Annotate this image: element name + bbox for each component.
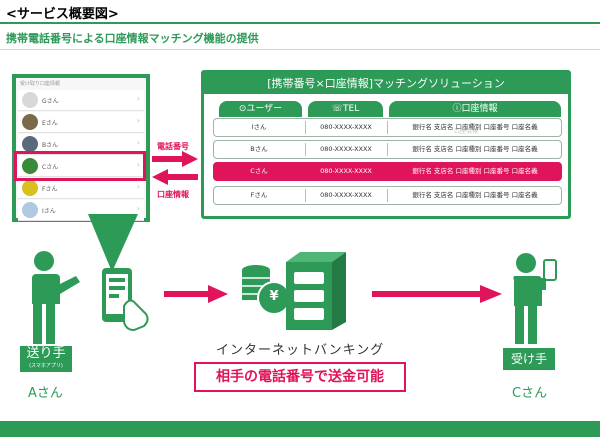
page-subtitle: 携帯電話番号による口座情報マッチング機能の提供 [6,32,259,45]
sender-sub: (スマホアプリ) [29,363,63,369]
contact-item[interactable]: Fさん › [18,178,144,199]
cell-user: Bさん [250,145,268,153]
table-row: Fさん 080-XXXX-XXXX 銀行名 支店名 口座種別 口座番号 口座名義 [213,186,562,205]
cell-account: 銀行名 支店名 口座種別 口座番号 口座名義 [412,167,538,175]
yen-symbol: ¥ [269,289,279,304]
watermark-text: 口座情報 [454,128,479,135]
cell-user: Fさん [250,191,268,199]
contact-name: Eさん [42,120,58,127]
cell-tel: 080-XXXX-XXXX [320,191,372,199]
contact-name: Cさん [42,164,59,171]
transfer-note: 相手の電話番号で送金可能 [194,362,406,392]
contact-item[interactable]: Gさん › [18,90,144,111]
internet-banking-title: インターネットバンキング [216,343,385,358]
chevron-right-icon: › [136,94,140,103]
avatar [22,180,38,196]
receiver-name: Cさん [512,386,548,401]
sender-role: 送り手 [26,346,66,361]
cell-tel: 080-XXXX-XXXX [320,167,372,175]
contact-item[interactable]: Bさん › [18,134,144,155]
contact-name: Fさん [42,186,58,193]
phone-number-label: 電話番号 [157,142,189,151]
phone-list-header: 受け取り口座情報 [20,81,61,87]
column-header-tel: ☏TEL [308,101,383,117]
footer-bar [0,421,600,437]
cell-account: 銀行名 支店名 口座種別 口座番号 口座名義 [412,191,538,199]
cell-account: 銀行名 支店名 口座種別 口座番号 口座名義 [412,123,538,131]
table-row: Bさん 080-XXXX-XXXX 銀行名 支店名 口座種別 口座番号 口座名義 [213,140,562,159]
page-heading: <サービス概要図> [6,7,119,22]
matching-solution-table: [携帯番号×口座情報]マッチングソリューション ⊙ユーザー ☏TEL ⓘ口座情報… [201,70,571,219]
chevron-right-icon: › [136,182,140,191]
info-icon: ⓘ [452,104,462,114]
chevron-right-icon: › [136,138,140,147]
contact-name: Bさん [42,142,59,149]
heading-divider [0,22,600,24]
table-row-highlighted: Cさん 080-XXXX-XXXX 銀行名 支店名 口座種別 口座番号 口座名義 [213,162,562,181]
smartphone-app-icon [102,268,149,332]
column-header-account: ⓘ口座情報 [389,101,561,117]
callout-pointer [88,214,138,272]
cell-tel: 080-XXXX-XXXX [320,145,372,153]
user-icon: ⊙ [238,104,247,114]
contact-item-selected[interactable]: Cさん › [18,156,144,177]
sender-name: Aさん [28,386,63,401]
avatar [22,114,38,130]
contact-name: Iさん [42,208,56,215]
contact-name: Gさん [42,98,59,105]
cell-account: 銀行名 支店名 口座種別 口座番号 口座名義 [412,145,538,153]
phone-contact-list: 受け取り口座情報 Gさん › Eさん › Bさん › Cさん › Fさん › I… [12,74,150,222]
avatar [22,92,38,108]
account-info-label: 口座情報 [157,190,189,199]
arrow-left-icon [152,169,198,185]
cell-user: Iさん [251,123,267,131]
transfer-arrow-icon [372,285,502,303]
avatar [22,136,38,152]
yen-coins-icon [242,265,291,315]
transfer-arrow-icon [164,285,228,303]
bank-server-icon [286,252,346,330]
column-header-user: ⊙ユーザー [219,101,302,117]
cell-user: Cさん [250,167,268,175]
receiver-person-icon [513,253,557,344]
sender-role-badge: 送り手 (スマホアプリ) [20,346,72,372]
phone-icon: ☏ [331,104,344,114]
avatar [22,158,38,174]
selected-contact-highlight [14,151,146,181]
avatar [22,202,38,218]
sender-person-icon [32,251,80,344]
table-row: Iさん 080-XXXX-XXXX 銀行名 支店名 口座種別 口座番号 口座名義 [213,118,562,137]
subtitle-divider [0,49,600,50]
table-title: [携帯番号×口座情報]マッチングソリューション [204,73,568,94]
cell-tel: 080-XXXX-XXXX [320,123,372,131]
chevron-right-icon: › [136,204,140,213]
chevron-right-icon: › [136,160,140,169]
contact-item[interactable]: Eさん › [18,112,144,133]
arrow-right-icon [152,151,198,167]
chevron-right-icon: › [136,116,140,125]
receiver-role-badge: 受け手 [503,348,555,370]
